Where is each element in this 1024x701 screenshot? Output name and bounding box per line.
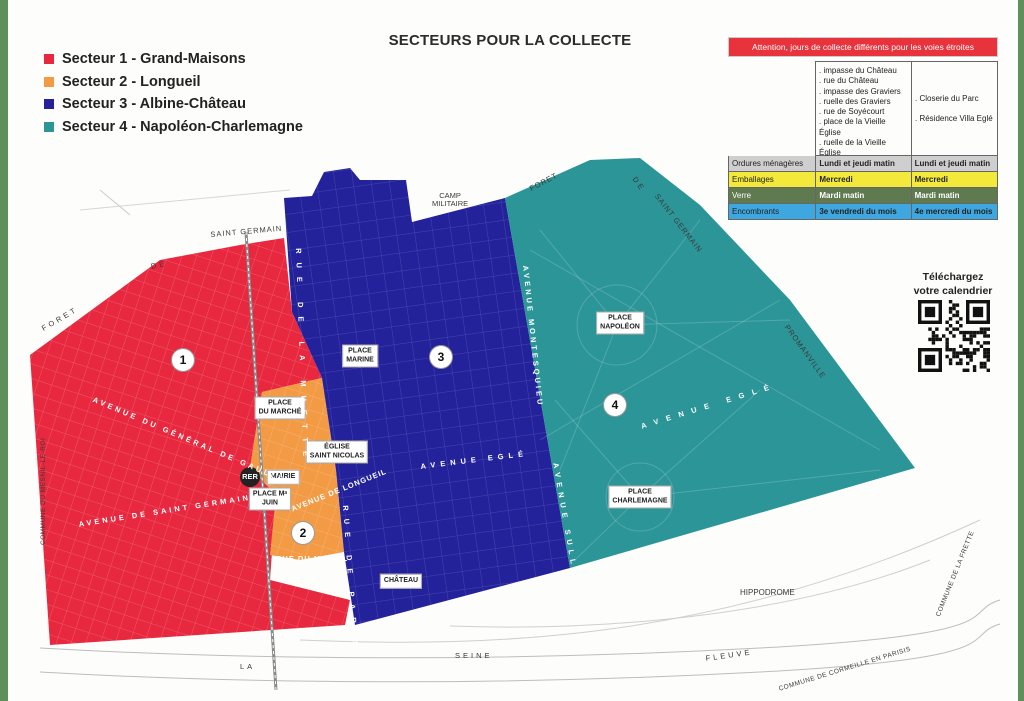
legend-swatch-sector-3 [44, 99, 54, 110]
address-item: . impasse du Château [819, 66, 897, 75]
sector-number-3: 3 [430, 346, 452, 368]
rue-du-mesnil-label: RUE DU MESNIL [276, 554, 349, 563]
river-bank-south [39, 623, 1001, 683]
legend-swatch-sector-1 [44, 54, 54, 65]
label-line: PLACE [268, 399, 292, 407]
collection-day: Mercredi [910, 172, 997, 187]
legend-label-sector-1: Secteur 1 - Grand-Maisons [62, 51, 246, 68]
hippodrome-track [299, 519, 981, 643]
label-line: PLACE [608, 314, 632, 322]
label-line: NAPOLÉON [600, 323, 640, 330]
legend-label-sector-2: Secteur 2 - Longueil [62, 73, 201, 90]
label-line: PLACE [628, 488, 652, 496]
legend-swatch-sector-2 [44, 76, 54, 87]
forest-trail [99, 189, 131, 216]
legend-swatch-sector-4 [44, 121, 54, 132]
sector-number-4: 4 [604, 394, 626, 416]
download-line-1: Téléchargez [922, 271, 984, 283]
qr-code[interactable] [918, 300, 990, 372]
collection-day: Lundi et jeudi matin [815, 156, 911, 171]
sector-number-2: 2 [292, 522, 314, 544]
label-line: JUIN [262, 499, 278, 506]
collection-day: Mardi matin [815, 188, 911, 203]
address-item: . rue du Château [819, 76, 879, 86]
label-line: ÉGLISE [324, 443, 350, 451]
waste-type: Verre [729, 188, 816, 203]
label-line: CAMP [439, 191, 461, 200]
label-line: PLACE Mᵃ [252, 490, 288, 498]
address-item: . place de la Vieille Église [819, 117, 886, 137]
seine-label: SEINE [455, 651, 493, 660]
sector-number-1: 1 [172, 349, 194, 371]
waste-type: Encombrants [729, 204, 816, 219]
legend-item-sector-2: Secteur 2 - Longueil [44, 71, 303, 94]
mairie-label: MAIRIE [266, 469, 300, 485]
label-line: MARINE [346, 356, 374, 363]
collection-day: Mardi matin [910, 188, 997, 203]
address-item: . Résidence Villa Eglé [915, 113, 993, 123]
sector-3-streets [284, 168, 570, 625]
legend-label-sector-3: Secteur 3 - Albine-Château [62, 96, 246, 113]
label-line: MILITAIRE [432, 199, 469, 208]
page-border-left [0, 0, 8, 701]
commune-mesnil-label: COMMUNE DU MESNIL-LE-ROI [40, 437, 47, 545]
address-item: . Closerie du Parc [915, 93, 979, 103]
collection-day: Lundi et jeudi matin [910, 156, 997, 171]
place-juin-label: PLACE Mᵃ JUIN [248, 487, 292, 511]
sector-legend: Secteur 1 - Grand-Maisons Secteur 2 - Lo… [44, 48, 303, 138]
page-border-right [1018, 0, 1024, 701]
address-list-1: . impasse du Château . rue du Château . … [815, 61, 911, 158]
rer-station-icon: RER [240, 467, 260, 487]
legend-item-sector-3: Secteur 3 - Albine-Château [44, 93, 303, 116]
camp-militaire-label: CAMP MILITAIRE [432, 192, 468, 208]
legend-label-sector-4: Secteur 4 - Napoléon-Charlemagne [62, 118, 303, 135]
label-line: PLACE [348, 347, 372, 355]
waste-type: Ordures ménagères [729, 156, 816, 171]
label-line: CHARLEMAGNE [612, 497, 668, 504]
forest-road [79, 189, 291, 211]
legend-item-sector-1: Secteur 1 - Grand-Maisons [44, 48, 303, 71]
place-du-marche-label: PLACE DU MARCHÉ [254, 396, 306, 420]
chateau-label: CHÂTEAU [379, 573, 423, 589]
waste-type: Emballages [729, 172, 816, 187]
schedule-row-emballages: Emballages Mercredi Mercredi [728, 172, 998, 188]
address-list-2: . Closerie du Parc . Résidence Villa Egl… [911, 61, 998, 156]
label-line: SAINT NICOLAS [309, 452, 365, 459]
address-row: . impasse du Château . rue du Château . … [728, 61, 998, 158]
address-corner [728, 61, 815, 156]
download-line-2: votre calendrier [913, 285, 993, 297]
river-bank-north [39, 599, 1001, 659]
place-napoleon-label: PLACE NAPOLÉON [596, 311, 644, 335]
schedule-row-verre: Verre Mardi matin Mardi matin [728, 188, 998, 204]
place-charlemagne-label: PLACE CHARLEMAGNE [608, 485, 672, 509]
la-label: LA [240, 662, 256, 671]
collection-day: Mercredi [815, 172, 911, 187]
sector-2-streets [250, 378, 344, 560]
legend-item-sector-4: Secteur 4 - Napoléon-Charlemagne [44, 116, 303, 139]
place-marine-label: PLACE MARINE [342, 344, 378, 368]
eglise-saint-nicolas-label: ÉGLISE SAINT NICOLAS [305, 440, 369, 464]
download-calendar-text: Téléchargez votre calendrier [905, 270, 1001, 298]
address-item: . impasse des Graviers [819, 86, 901, 96]
hippodrome-inner [449, 559, 931, 628]
map-title: SECTEURS POUR LA COLLECTE [388, 32, 632, 49]
collection-day: 4e mercredi du mois [910, 204, 997, 219]
address-item: . ruelle des Graviers [819, 96, 891, 106]
address-item: . rue de Soyécourt [819, 107, 885, 117]
sector-4-area [505, 158, 915, 568]
narrow-street-warning: Attention, jours de collecte différents … [728, 37, 998, 57]
schedule-row-ordures: Ordures ménagères Lundi et jeudi matin L… [728, 156, 998, 172]
collection-day: 3e vendredi du mois [815, 204, 911, 219]
label-line: DU MARCHÉ [258, 408, 302, 415]
collection-schedule-table: Attention, jours de collecte différents … [728, 37, 998, 220]
railway-ties [245, 231, 277, 691]
sector-1-streets [30, 238, 350, 645]
schedule-row-encombrants: Encombrants 3e vendredi du mois 4e mercr… [728, 204, 998, 220]
address-item: . ruelle de la Vieille Église [819, 138, 887, 158]
hippodrome-label: HIPPODROME [740, 588, 795, 597]
